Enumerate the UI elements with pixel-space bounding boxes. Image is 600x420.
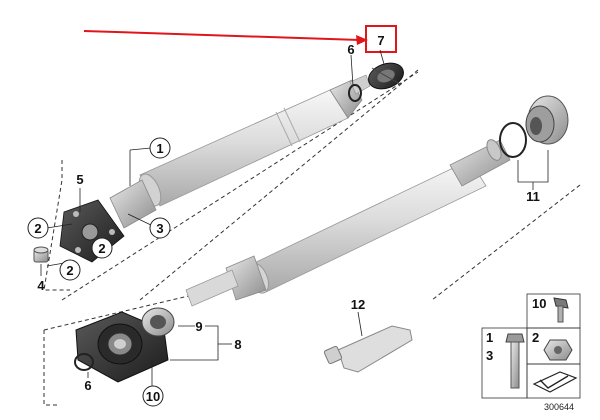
output-flange	[525, 95, 569, 145]
snap-ring-lower	[74, 353, 94, 371]
legend-label-3: 3	[486, 348, 493, 363]
callout-12: 12	[351, 297, 365, 312]
callout-10: 10	[146, 389, 160, 404]
callout-2-right: 2	[98, 241, 105, 256]
callout-2-left: 2	[34, 221, 41, 236]
flex-disc	[59, 199, 125, 263]
callout-circles	[27, 137, 171, 407]
dashed-outline	[43, 69, 581, 406]
centering-sleeve	[33, 246, 49, 263]
callout-5: 5	[76, 172, 83, 187]
callout-4: 4	[37, 278, 45, 293]
callout-1: 1	[156, 141, 163, 156]
grease-tube	[323, 325, 413, 373]
callout-9: 9	[195, 319, 202, 334]
highlight-arrow	[83, 30, 368, 45]
legend-label-10: 10	[532, 296, 546, 311]
callout-11: 11	[526, 189, 540, 204]
legend-label-2: 2	[532, 330, 539, 345]
legend-note-icon	[532, 371, 578, 393]
callout-2-bottom: 2	[66, 263, 73, 278]
legend-grid	[481, 293, 581, 399]
drawing-number: 300644	[544, 402, 574, 412]
legend-bolt-1	[505, 333, 525, 389]
legend-nut-2	[543, 339, 573, 361]
legend-label-1: 1	[486, 330, 493, 345]
seal-sleeve	[368, 62, 404, 90]
legend-bolt-10	[553, 297, 569, 323]
lower-drive-shaft	[185, 139, 511, 307]
callout-3: 3	[156, 221, 163, 236]
callout-6-upper: 6	[347, 42, 354, 57]
callout-8: 8	[234, 337, 241, 352]
ball-bearing	[141, 307, 175, 337]
highlight-box	[365, 25, 397, 53]
snap-ring-upper	[348, 84, 362, 102]
callout-7: 7	[377, 33, 384, 48]
callout-6-lower: 6	[84, 378, 91, 393]
upper-drive-shaft	[109, 74, 371, 229]
o-ring	[499, 122, 527, 158]
leader-lines	[40, 49, 549, 388]
